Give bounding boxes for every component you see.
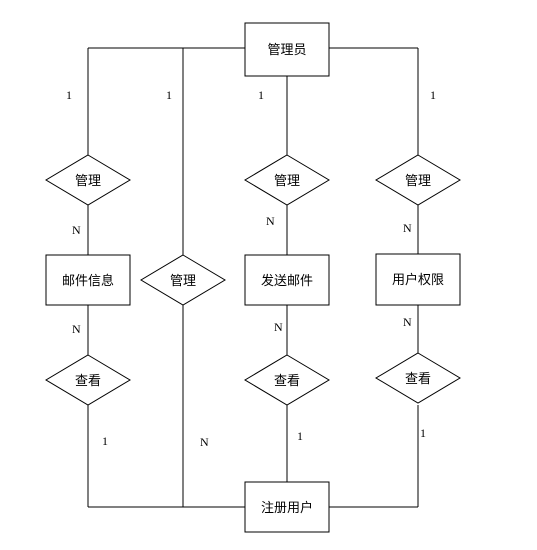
entity-reg-user: 注册用户: [244, 481, 330, 533]
entity-admin-label: 管理员: [267, 43, 306, 58]
entity-send-mail-label: 发送邮件: [261, 273, 313, 289]
rel-manage-perm: 管理: [375, 154, 461, 206]
cardinality-labels: 1 1 1 1 N N N N N N N 1 1 1: [66, 88, 436, 449]
card-admin-mail: 1: [66, 88, 72, 102]
entity-admin: 管理员: [244, 22, 330, 77]
card-reg-mail-1: 1: [102, 434, 108, 448]
card-perm-view-n: N: [403, 315, 412, 329]
entity-mail-info-label: 邮件信息: [62, 273, 114, 289]
card-reg-manage-n: N: [200, 435, 209, 449]
rel-manage-mail: 管理: [45, 154, 131, 206]
rel-manage-mail-label: 管理: [75, 174, 101, 189]
card-reg-send-1: 1: [297, 429, 303, 443]
card-mail-view-n: N: [72, 322, 81, 336]
card-admin-send: 1: [258, 88, 264, 102]
rel-manage-reg-label: 管理: [170, 274, 196, 289]
card-send-manage-n: N: [266, 214, 275, 228]
rel-manage-send-label: 管理: [274, 174, 300, 189]
card-mail-manage-n: N: [72, 223, 81, 237]
card-send-view-n: N: [274, 320, 283, 334]
connectors: [87, 47, 419, 508]
entity-send-mail: 发送邮件: [244, 254, 330, 306]
rel-view-mail-label: 查看: [75, 373, 101, 389]
card-admin-reg: 1: [166, 88, 172, 102]
rel-view-send-label: 查看: [274, 373, 300, 389]
rel-view-mail: 查看: [45, 354, 131, 406]
rel-manage-send: 管理: [244, 154, 330, 206]
entity-mail-info: 邮件信息: [45, 254, 131, 306]
rel-manage-reg: 管理: [140, 254, 226, 306]
card-perm-manage-n: N: [403, 221, 412, 235]
rel-view-send: 查看: [244, 354, 330, 406]
rel-manage-perm-label: 管理: [405, 174, 431, 189]
card-admin-perm: 1: [430, 88, 436, 102]
entity-user-perm: 用户权限: [375, 253, 461, 306]
rel-view-perm: 查看: [375, 352, 461, 404]
rel-view-perm-label: 查看: [405, 371, 431, 387]
entity-user-perm-label: 用户权限: [392, 272, 444, 288]
card-reg-perm-1: 1: [420, 426, 426, 440]
entity-reg-user-label: 注册用户: [261, 500, 313, 516]
